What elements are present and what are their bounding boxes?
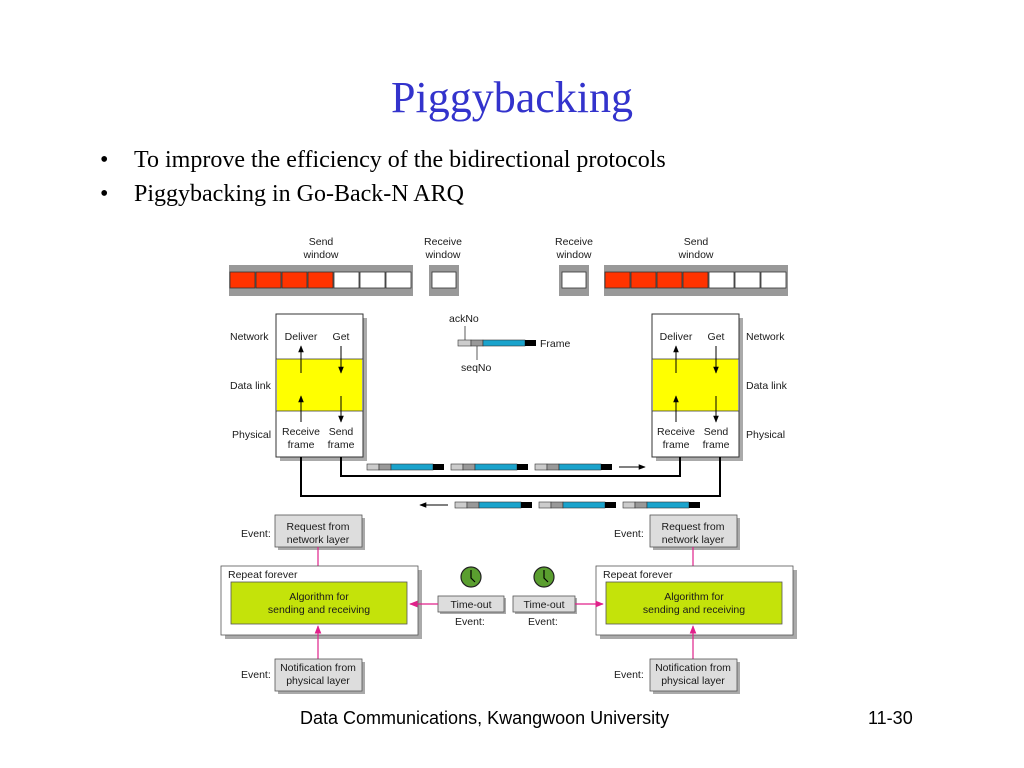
event-label: Event: <box>614 669 644 681</box>
bullet-text: To improve the efficiency of the bidirec… <box>134 147 666 173</box>
repeat-forever-label: Repeat forever <box>228 569 298 581</box>
get-label: Get <box>708 331 725 343</box>
physical-layer-label: Physical <box>746 429 785 441</box>
lower-link-line <box>300 457 721 497</box>
right-state-machine: Event: Request from network layer Repeat… <box>512 514 797 694</box>
right-receive-window <box>559 265 589 296</box>
data-link-layer-label: Data link <box>230 380 272 392</box>
request-from-network-box: Request from <box>661 521 724 533</box>
event-label: Event: <box>528 616 558 628</box>
send-frame-label: Send <box>704 426 729 438</box>
right-send-window-label: Send <box>684 236 709 248</box>
left-protocol-stack: Deliver Get Receive frame Send frame <box>275 313 367 461</box>
bullet-dot: • <box>100 181 109 207</box>
deliver-label: Deliver <box>660 331 693 343</box>
frames-right-to-left <box>419 501 700 509</box>
repeat-forever-label: Repeat forever <box>603 569 673 581</box>
event-label: Event: <box>241 669 271 681</box>
upper-link-line <box>340 457 681 477</box>
frame <box>538 501 616 509</box>
algorithm-box: sending and receiving <box>268 604 370 616</box>
algorithm-box: Algorithm for <box>289 591 349 603</box>
notification-from-physical-box: physical layer <box>286 675 350 687</box>
frames-left-to-right <box>366 463 646 471</box>
right-protocol-stack: Deliver Get Receive frame Send frame <box>651 313 743 461</box>
right-send-window <box>604 265 788 296</box>
event-label: Event: <box>455 616 485 628</box>
deliver-label: Deliver <box>285 331 318 343</box>
notification-from-physical-box: Notification from <box>655 662 731 674</box>
frame <box>534 463 612 471</box>
frame-format-legend: ackNo Frame seqNo <box>449 313 570 374</box>
receive-frame-label: Receive <box>657 426 695 438</box>
event-label: Event: <box>241 528 271 540</box>
right-receive-window-label: Receive <box>555 236 593 248</box>
receive-frame-label: frame <box>288 439 315 451</box>
footer-text: Data Communications, Kwangwoon Universit… <box>300 708 670 728</box>
network-layer-label: Network <box>230 331 269 343</box>
request-from-network-box: network layer <box>287 534 350 546</box>
get-label: Get <box>333 331 350 343</box>
left-send-window-label: Send <box>309 236 334 248</box>
receive-frame-label: Receive <box>282 426 320 438</box>
request-from-network-box: network layer <box>662 534 725 546</box>
left-receive-window <box>429 265 459 296</box>
bullet-item: • Piggybacking in Go-Back-N ARQ <box>100 178 666 212</box>
page-number: 11-30 <box>868 708 913 728</box>
frame <box>366 463 444 471</box>
bullet-text: Piggybacking in Go-Back-N ARQ <box>134 181 464 207</box>
send-frame-label: Send <box>329 426 354 438</box>
left-receive-window-label: Receive <box>424 236 462 248</box>
left-state-machine: Event: Request from network layer Repeat… <box>220 514 506 694</box>
send-frame-label: frame <box>703 439 730 451</box>
network-layer-label: Network <box>746 331 785 343</box>
left-receive-window-label: window <box>424 249 460 261</box>
right-receive-window-label: window <box>555 249 591 261</box>
physical-layer-label: Physical <box>232 429 271 441</box>
frame <box>454 501 532 509</box>
send-frame-label: frame <box>328 439 355 451</box>
left-send-window-label: window <box>302 249 338 261</box>
algorithm-box: Algorithm for <box>664 591 724 603</box>
timeout-box: Time-out <box>450 599 491 611</box>
frame <box>622 501 700 509</box>
bullet-item: • To improve the efficiency of the bidire… <box>100 144 666 178</box>
data-link-layer-label: Data link <box>746 380 788 392</box>
bullet-dot: • <box>100 147 109 173</box>
ack-no-label: ackNo <box>449 313 479 325</box>
seq-no-label: seqNo <box>461 362 492 374</box>
frame-label: Frame <box>540 338 570 350</box>
right-send-window-label: window <box>677 249 713 261</box>
bullet-list: • To improve the efficiency of the bidire… <box>100 144 666 212</box>
request-from-network-box: Request from <box>286 521 349 533</box>
timeout-box: Time-out <box>523 599 564 611</box>
receive-frame-label: frame <box>663 439 690 451</box>
algorithm-box: sending and receiving <box>643 604 745 616</box>
frame <box>450 463 528 471</box>
slide-title: Piggybacking <box>391 73 633 122</box>
left-send-window <box>229 265 413 296</box>
event-label: Event: <box>614 528 644 540</box>
notification-from-physical-box: physical layer <box>661 675 725 687</box>
notification-from-physical-box: Notification from <box>280 662 356 674</box>
